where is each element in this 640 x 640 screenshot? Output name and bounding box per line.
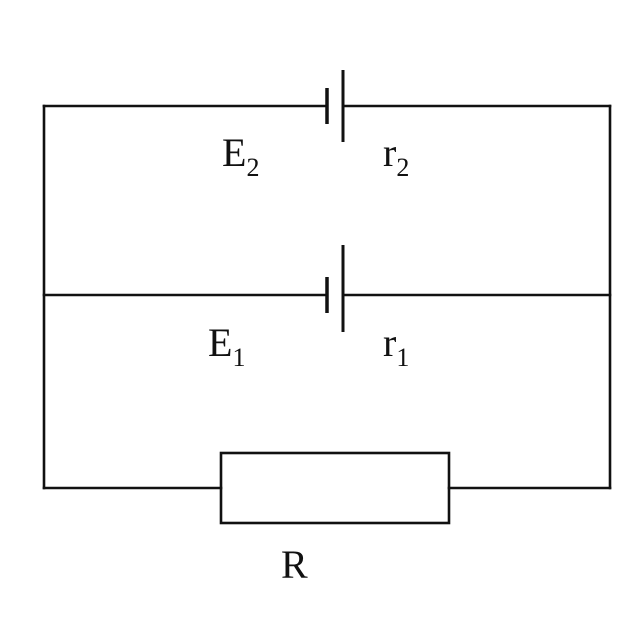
label-e1: E1	[208, 320, 245, 372]
label-resistor-r: R	[281, 542, 308, 587]
label-r2: r2	[383, 130, 409, 182]
label-e2: E2	[222, 130, 259, 182]
resistor-r-symbol	[219, 451, 451, 525]
battery-e1-symbol	[325, 245, 345, 332]
battery-e2-symbol	[325, 70, 345, 142]
label-r1: r1	[383, 320, 409, 372]
